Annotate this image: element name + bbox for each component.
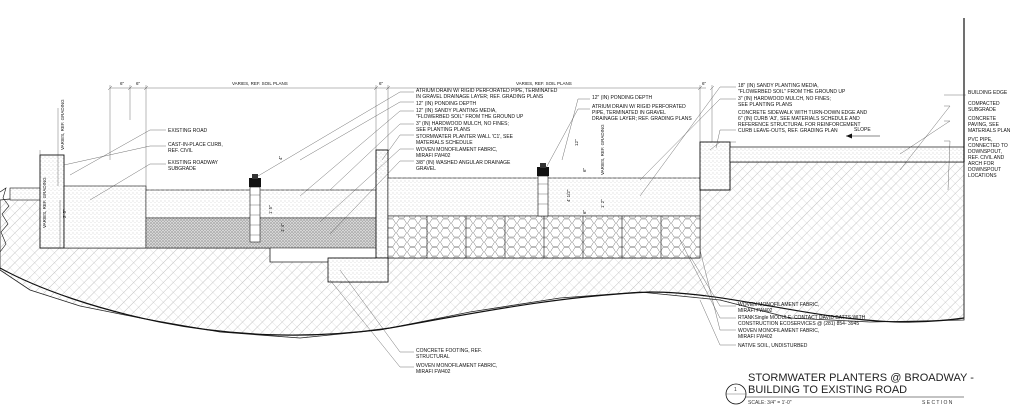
label-slope: SLOPE bbox=[854, 127, 871, 133]
concrete-sidewalk bbox=[729, 146, 965, 163]
dim-6b: 6" bbox=[582, 167, 587, 172]
label-fabric-left-1: WOVEN MONOFILAMENT FABRIC, bbox=[416, 147, 497, 153]
label-rtank-2: CONSTRUCTION ECOSERVICES @ (281) 854- 39… bbox=[738, 321, 859, 327]
label-atrium-left-2: IN GRAVEL DRAINAGE LAYER; REF. GRADING P… bbox=[416, 94, 544, 100]
label-mulch-left-1: 3" (IN) HARDWOOD MULCH, NO FINES; bbox=[416, 121, 509, 127]
label-pvc-2: CONNECTED TO bbox=[968, 143, 1008, 149]
label-curb-2: REF. CIVIL bbox=[168, 148, 193, 154]
label-subgrade-2: SUBGRADE bbox=[168, 166, 197, 172]
label-gravel-1: 3/8" (IN) WASHED ANGULAR DRAINAGE bbox=[416, 160, 511, 166]
label-gravel-2: GRAVEL bbox=[416, 166, 436, 172]
label-media-left-2: "FLOWERBED SOIL" FROM THE GROUND UP bbox=[416, 114, 524, 120]
dim-6c: 6" bbox=[582, 209, 587, 214]
label-pvc-5: ARCH FOR bbox=[968, 161, 995, 167]
label-curb-leave-outs: CURB LEAVE-OUTS, REF. GRADING PLAN bbox=[738, 128, 838, 134]
label-media-right-2: "FLOWERBED SOIL" FROM THE GROUND UP bbox=[738, 89, 846, 95]
dim-varies-grading-2: VARIES, REF. GRADING bbox=[42, 177, 47, 228]
center-planter-wall bbox=[375, 149, 389, 259]
label-pvc-7: LOCATIONS bbox=[968, 173, 997, 179]
label-fabric-right-2: MIRAFI FW402 bbox=[738, 308, 773, 314]
label-wall-2: MATERIALS SCHEDULE bbox=[416, 140, 473, 146]
title-block: 1 STORMWATER PLANTERS @ BROADWAY - BUILD… bbox=[725, 372, 974, 406]
label-paving-1: CONCRETE bbox=[968, 116, 997, 122]
label-fabric-right-1: WOVEN MONOFILAMENT FABRIC, bbox=[738, 302, 819, 308]
label-fabric-left-2: MIRAFI FW402 bbox=[416, 153, 451, 159]
label-wall-1: STORMWATER PLANTER WALL 'C1', SEE bbox=[416, 134, 514, 140]
label-atrium-right-2: PIPE, TERMINATED IN GRAVEL bbox=[592, 110, 666, 116]
scale-text: SCALE: 3/4" = 1'-0" bbox=[748, 400, 792, 406]
section-text: S E C T I O N bbox=[922, 400, 953, 406]
dim-4: 4" bbox=[278, 155, 283, 160]
label-pvc-6: DOWNSPOUT bbox=[968, 167, 1001, 173]
left-planter-gravel bbox=[145, 217, 377, 249]
label-building-edge: BUILDING EDGE bbox=[968, 90, 1008, 96]
dim-1-4: 1' 4" bbox=[280, 223, 285, 232]
label-atrium-right-3: DRAINAGE LAYER; REF. GRADING PLANS bbox=[592, 116, 692, 122]
dim-varies-grading-1: VARIES, REF. GRADING bbox=[60, 99, 65, 150]
label-compacted-1: COMPACTED bbox=[968, 101, 1000, 107]
left-atrium-drain bbox=[249, 174, 261, 243]
label-pvc-1: PVC PIPE, bbox=[968, 137, 992, 143]
label-compacted-2: SUBGRADE bbox=[968, 107, 997, 113]
detail-number: 1 bbox=[734, 387, 737, 393]
dim-top-left-6: 6" bbox=[120, 81, 125, 86]
label-subgrade-1: EXISTING ROADWAY bbox=[168, 160, 219, 166]
dim-top-left-6b: 6" bbox=[136, 81, 141, 86]
dim-12: 12" bbox=[574, 139, 579, 146]
label-rtank-1: RTANKSingle MODULE, CONTACT DAVID BATTS … bbox=[738, 315, 866, 321]
label-media-right-1: 18" (IN) SANDY PLANTING MEDIA, bbox=[738, 83, 819, 89]
dim-2-5: 2' 5" bbox=[62, 209, 67, 218]
title-line-2: BUILDING TO EXISTING ROAD bbox=[748, 384, 907, 396]
label-atrium-left-1: ATRIUM DRAIN W/ RIGID PERFORATED PIPE, T… bbox=[416, 88, 558, 94]
label-native-soil: NATIVE SOIL, UNDISTURBED bbox=[738, 343, 808, 349]
label-ponding-right: 12" (IN) PONDING DEPTH bbox=[592, 95, 653, 101]
right-atrium-drain bbox=[537, 163, 549, 217]
label-sidewalk-2: 6" (IN) CURB 'A3', SEE MATERIALS SCHEDUL… bbox=[738, 116, 860, 122]
dim-1-5: 1' 5" bbox=[268, 205, 273, 214]
label-fabric-bottom-2: MIRAFI FW402 bbox=[416, 369, 451, 375]
label-ponding-left: 12" (IN) PONDING DEPTH bbox=[416, 101, 477, 107]
concrete-footing bbox=[327, 257, 389, 283]
dim-varies-left: VARIES, REF. SOIL PLANS bbox=[232, 81, 288, 86]
label-paving-3: MATERIALS PLAN bbox=[968, 128, 1011, 134]
dim-varies-right: VARIES, REF. SOIL PLANS bbox=[516, 81, 572, 86]
label-media-left-1: 12" (IN) SANDY PLANTING MEDIA, bbox=[416, 108, 497, 114]
label-sidewalk-1: CONCRETE SIDEWALK WITH TURN-DOWN EDGE AN… bbox=[738, 110, 868, 116]
label-pvc-3: DOWNSPOUT, bbox=[968, 149, 1002, 155]
label-mulch-right-2: SEE PLANTING PLANS bbox=[738, 102, 793, 108]
label-fabric-bottom-1: WOVEN MONOFILAMENT FABRIC, bbox=[416, 363, 497, 369]
label-sidewalk-3: REFERENCE STRUCTURAL FOR REINFORCEMENT bbox=[738, 122, 861, 128]
label-pvc-4: REF. CIVIL AND bbox=[968, 155, 1005, 161]
label-paving-2: PAVING, SEE bbox=[968, 122, 1000, 128]
leader-lines bbox=[63, 86, 966, 368]
top-dimension-string bbox=[107, 85, 715, 190]
label-atrium-right-1: ATRIUM DRAIN W/ RIGID PERFORATED bbox=[592, 104, 686, 110]
label-fabric-right2-2: MIRAFI FW402 bbox=[738, 334, 773, 340]
dim-1-2: 1' 2" bbox=[600, 199, 605, 208]
label-footing-1: CONCRETE FOOTING, REF. bbox=[416, 348, 482, 354]
label-curb-1: CAST-IN-PLACE CURB, bbox=[168, 142, 223, 148]
label-mulch-right-1: 3" (IN) HARDWOOD MULCH, NO FINES; bbox=[738, 96, 831, 102]
label-existing-road: EXISTING ROAD bbox=[168, 128, 208, 134]
title-line-1: STORMWATER PLANTERS @ BROADWAY - bbox=[748, 372, 974, 384]
label-mulch-left-2: SEE PLANTING PLANS bbox=[416, 127, 471, 133]
sidewalk-curb bbox=[699, 141, 731, 191]
dim-varies-grading-3: VARIES, REF. GRADING bbox=[600, 124, 605, 175]
dim-top-right-6: 6" bbox=[702, 81, 707, 86]
label-fabric-right2-1: WOVEN MONOFILAMENT FABRIC, bbox=[738, 328, 819, 334]
label-footing-2: STRUCTURAL bbox=[416, 354, 450, 360]
dim-4-1-2: 4' 1/2" bbox=[566, 189, 571, 202]
left-planter-media bbox=[145, 189, 377, 219]
dim-top-mid-6: 6" bbox=[379, 81, 384, 86]
